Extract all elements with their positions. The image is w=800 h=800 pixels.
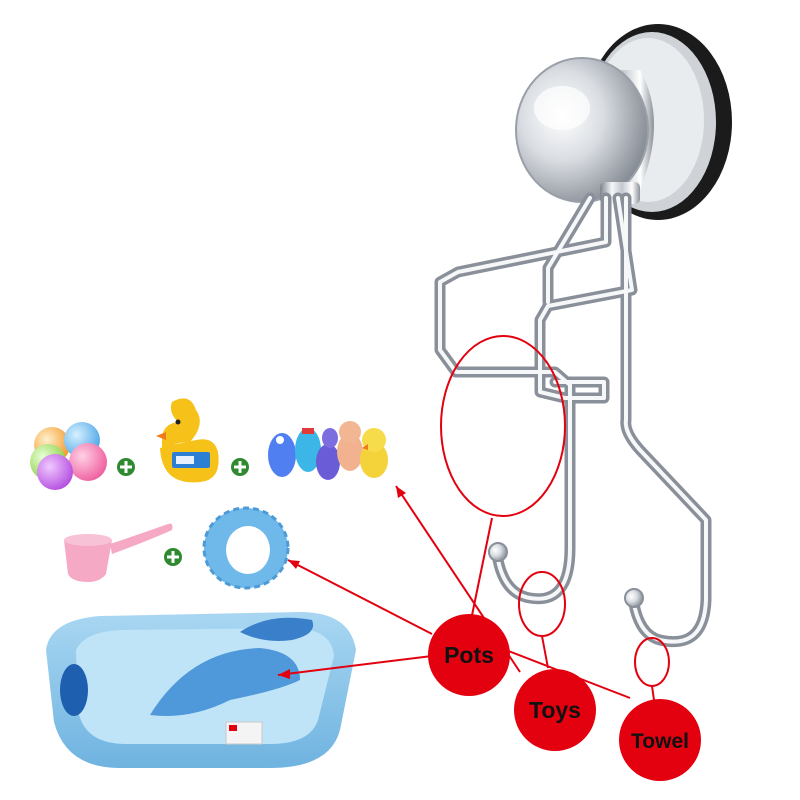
rinse-cup [64, 523, 173, 582]
plus-icon [231, 458, 249, 476]
arrowhead-icon [288, 560, 300, 569]
toys-label: Toys [529, 697, 581, 723]
arrowhead-icon [278, 669, 290, 679]
pots-highlight-circle [440, 335, 566, 517]
squeaky-animal-toys [268, 421, 388, 480]
toys-badge: Toys [514, 669, 596, 751]
plus-icon [117, 458, 135, 476]
plus-icon [164, 548, 182, 566]
pots-badge: Pots [428, 614, 510, 696]
rubber-duck-thermometer [156, 398, 219, 483]
pots-label: Pots [444, 642, 494, 668]
baby-bathtub [46, 612, 356, 768]
wire-frame [434, 192, 712, 648]
towel-highlight-circle [634, 637, 670, 687]
shampoo-visor-cap [202, 506, 290, 590]
towel-label: Towel [631, 730, 689, 753]
bath-balls [30, 422, 107, 490]
tub-drain [60, 664, 88, 716]
arrowheads [278, 486, 406, 679]
suction-cup-knob-icon [515, 57, 649, 203]
wall-hook-rack [434, 24, 732, 648]
arrowhead-icon [396, 486, 406, 498]
towel-badge: Towel [619, 699, 701, 781]
